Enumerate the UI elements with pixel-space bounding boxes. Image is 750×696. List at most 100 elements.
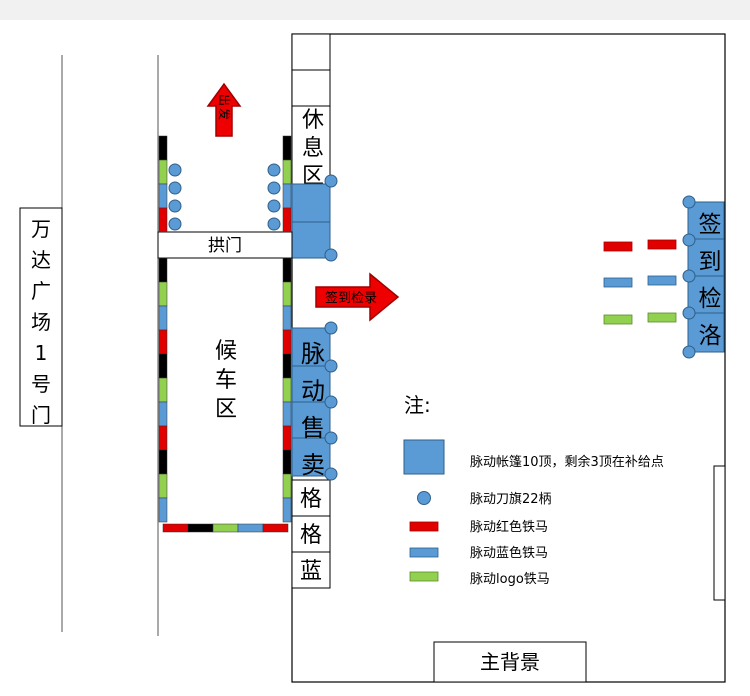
flag-marker [168,199,182,213]
flag-marker [267,199,281,213]
checkin-arrow-label: 签到检录 [325,290,377,306]
barrier-segment [158,353,168,379]
rest-area-box [291,105,331,185]
legend-tent-text: 脉动帐篷10顶，剩余3顶在补给点 [470,454,664,470]
barrier-segment [282,257,292,283]
legend-red-barrier-icon [409,521,439,532]
green-barrier [647,312,677,323]
exit-arrow-icon [206,82,242,137]
main-backdrop-box [433,641,587,683]
barrier-segment [212,523,239,533]
booth-cells: 格格蓝 [291,479,331,589]
booth-cell-label: 蓝 [300,559,322,584]
flag-marker [168,163,182,177]
flag-marker [168,181,182,195]
barrier-segment [282,207,292,233]
sales-char: 卖 [301,451,325,479]
barrier-segment [282,329,292,355]
rest-area-char: 休 [302,108,324,133]
barrier-segment [282,159,292,185]
booth-cell [291,515,331,553]
booth-cell-label: 格 [300,487,322,512]
checkin-booth-char: 到 [699,249,722,275]
checkin-booth-char: 洛 [699,323,722,349]
barrier-segment [158,281,168,307]
barrier-segment [282,183,292,209]
barrier-segment [158,401,168,427]
barrier-segment [282,135,292,161]
gate-label-char: 场 [31,310,51,334]
barrier-segment [237,523,264,533]
flag-markers [168,163,696,481]
legend-red-barrier-text: 脉动红色铁马 [470,519,548,535]
rest-area-label: 休息区 [302,108,324,189]
legend-green-barrier-icon [409,571,439,582]
barrier-segment [282,377,292,403]
barrier-segment [282,305,292,331]
barrier-segment [162,523,189,533]
barrier-segment [262,523,289,533]
barrier-segment [158,425,168,451]
flag-marker [168,217,182,231]
waiting-area-char: 区 [215,397,237,422]
legend-flag-text: 脉动刀旗22柄 [470,491,552,507]
waiting-area-char: 候 [215,339,237,364]
barrier-segment [282,281,292,307]
barrier-segment [282,401,292,427]
flag-marker [324,174,338,188]
booth-empty-1 [291,33,331,71]
legend-green-barrier-text: 脉动logo铁马 [470,572,550,587]
flag-marker [324,431,338,445]
barrier-segment [158,257,168,283]
rest-area-char: 息 [302,136,324,161]
flag-marker [324,321,338,335]
rest-area-char: 区 [302,164,324,189]
checkin-booth-char: 检 [699,286,722,312]
barrier-segment [282,497,292,523]
checkin-booth-char: 签 [699,212,722,238]
barrier-segment [158,207,168,233]
red-barrier [603,241,633,252]
barrier-segment [158,449,168,475]
gate-label-char: 门 [31,403,51,427]
sales-char: 动 [301,377,325,405]
booth-cell-label: 格 [300,523,322,548]
flag-marker [682,345,696,359]
barrier-segment [158,473,168,499]
flag-marker [324,395,338,409]
gate-label-char: 1 [35,341,48,365]
flag-marker [324,467,338,481]
green-barrier [603,314,633,325]
gate-label-char: 号 [31,372,51,396]
barrier-segment [158,497,168,523]
booth-empty-2 [291,69,331,107]
flag-marker [324,359,338,373]
exit-arrow-char: 出 [217,94,231,106]
legend-blue-barrier-icon [409,547,439,558]
blue-barrier [603,277,633,288]
flag-marker [682,269,696,283]
side-box [713,465,726,601]
gate-label-char: 达 [31,248,51,272]
flag-marker [682,233,696,247]
waiting-area-char: 车 [215,368,237,393]
tent-rest-1 [291,183,331,223]
gate-label-char: 万 [31,217,51,241]
barrier-segment [282,425,292,451]
blue-barrier [647,275,677,286]
barrier-segment [158,377,168,403]
barrier-fences [158,135,292,533]
legend-flag-icon [417,491,431,505]
gate-label-char: 广 [31,279,51,303]
flag-marker [682,306,696,320]
barrier-segment [158,135,168,161]
flag-marker [682,195,696,209]
barrier-segment [158,305,168,331]
flag-marker [324,248,338,262]
legend-title: 注: [404,393,431,417]
waiting-area-label: 候车区 [215,339,237,422]
